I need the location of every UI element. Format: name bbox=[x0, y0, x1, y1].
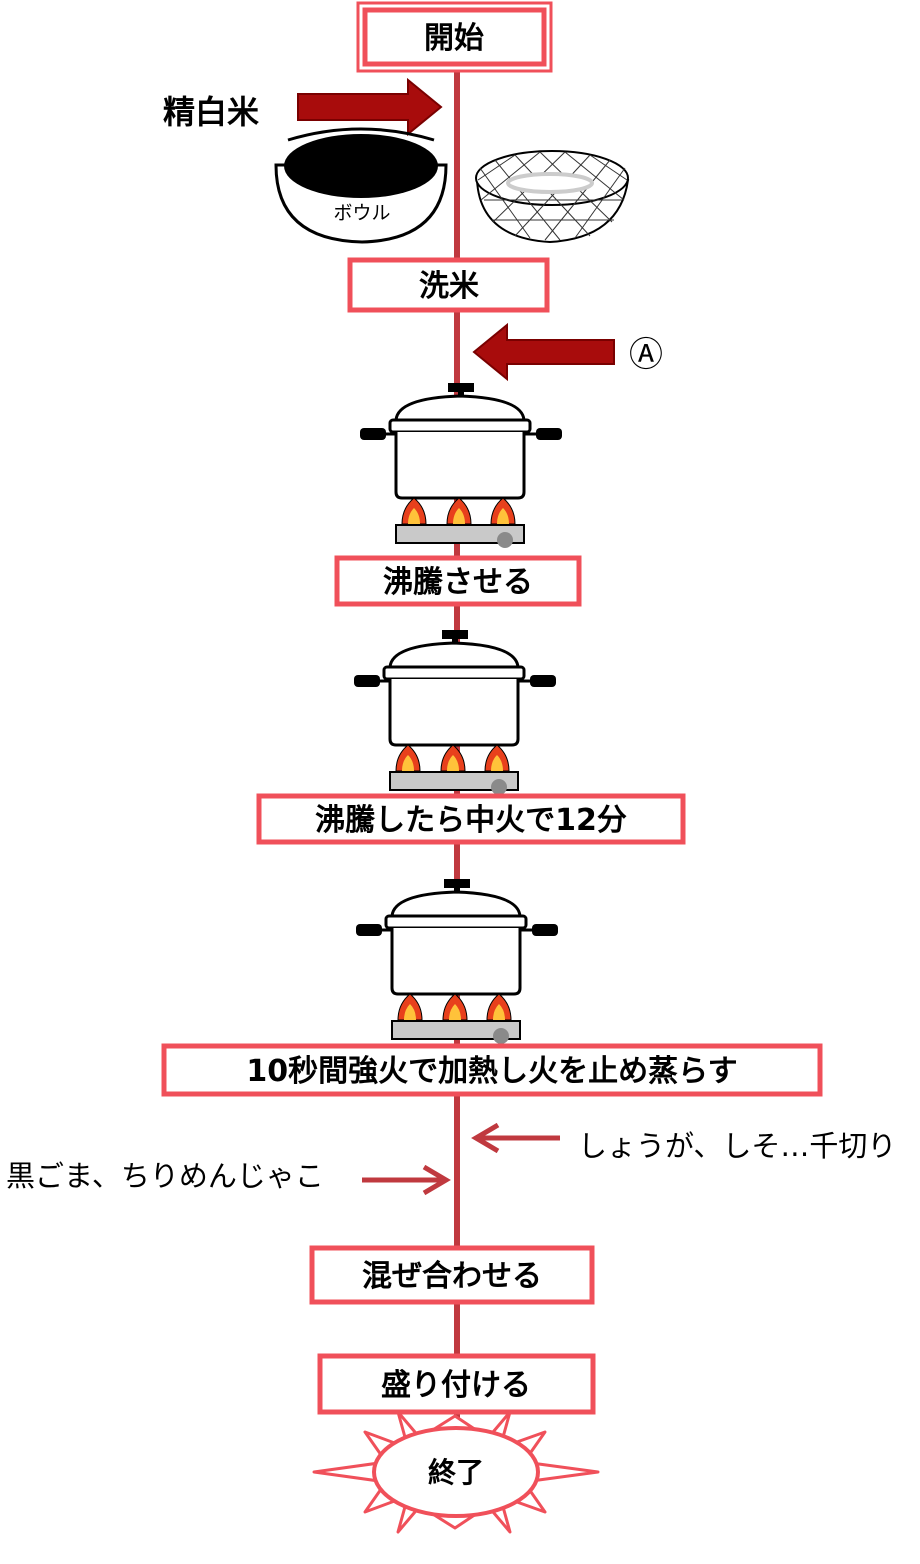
pot-on-stove-icon bbox=[356, 879, 558, 1044]
bowl-icon bbox=[274, 127, 448, 244]
thick-arrow-right-icon bbox=[297, 77, 443, 137]
steam-box: 10秒間強火で加熱し火を止め蒸らす bbox=[161, 1043, 823, 1097]
rice-label: 精白米 bbox=[163, 93, 259, 131]
wash-box: 洗米 bbox=[347, 257, 550, 313]
end-label: 終了 bbox=[428, 1456, 484, 1489]
mix-label: 混ぜ合わせる bbox=[362, 1259, 542, 1294]
start-label: 開始 bbox=[424, 21, 484, 56]
mix-box: 混ぜ合わせる bbox=[309, 1245, 595, 1305]
boil-label: 沸騰させる bbox=[383, 565, 533, 600]
pot-on-stove-icon bbox=[360, 383, 562, 548]
bowl-label: ボウル bbox=[333, 202, 390, 224]
ginger-label: しょうが、しそ…千切り bbox=[578, 1129, 896, 1163]
thick-arrow-left-icon bbox=[472, 322, 615, 382]
serve-box: 盛り付ける bbox=[317, 1353, 596, 1415]
steam-label: 10秒間強火で加熱し火を止め蒸らす bbox=[246, 1054, 737, 1089]
thin-arrow-left-icon bbox=[471, 1122, 560, 1154]
start-box: 開始 bbox=[356, 1, 553, 73]
boil-box: 沸騰させる bbox=[334, 555, 582, 607]
thin-arrow-right-icon bbox=[362, 1164, 451, 1196]
serve-label: 盛り付ける bbox=[381, 1368, 531, 1403]
a-mark: Ⓐ bbox=[629, 335, 663, 375]
simmer-box: 沸騰したら中火で12分 bbox=[256, 793, 686, 845]
end-burst: 終了 bbox=[312, 1410, 600, 1534]
wash-label: 洗米 bbox=[419, 269, 479, 304]
sesame-label: 黒ごま、ちりめんじゃこ bbox=[6, 1159, 324, 1193]
simmer-label: 沸騰したら中火で12分 bbox=[315, 803, 627, 838]
strainer-icon bbox=[475, 150, 630, 244]
pot-on-stove-icon bbox=[354, 630, 556, 795]
